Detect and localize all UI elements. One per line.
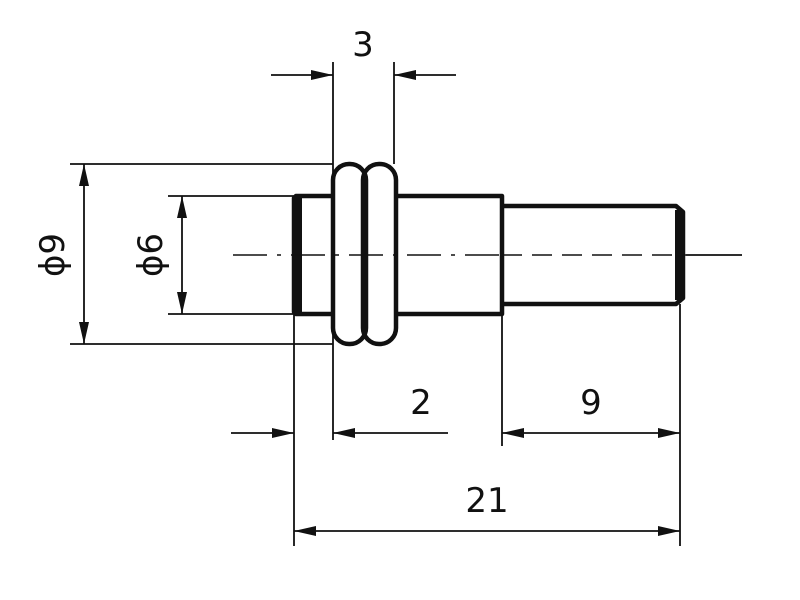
arrowhead (79, 322, 89, 344)
o-ring-right (360, 161, 399, 347)
dim-ring-width: 3 (352, 25, 374, 65)
arrowhead (658, 428, 680, 438)
arrowhead (294, 526, 316, 536)
part-outline (291, 161, 686, 347)
arrowhead (333, 428, 355, 438)
dim-total-length: 21 (465, 481, 508, 521)
extension-lines (70, 62, 681, 546)
arrowhead (658, 526, 680, 536)
dim-inner-diameter: ϕ6 (131, 233, 171, 277)
arrowhead (394, 70, 416, 80)
arrowhead (272, 428, 294, 438)
arrowhead (177, 292, 187, 314)
arrowhead (79, 164, 89, 186)
arrowhead (311, 70, 333, 80)
arrowhead (177, 196, 187, 218)
arrowheads (79, 70, 680, 536)
dim-spigot-length: 9 (580, 383, 602, 423)
dim-outer-diameter: ϕ9 (33, 233, 73, 277)
arrowhead (502, 428, 524, 438)
dim-flange-offset: 2 (410, 383, 432, 423)
